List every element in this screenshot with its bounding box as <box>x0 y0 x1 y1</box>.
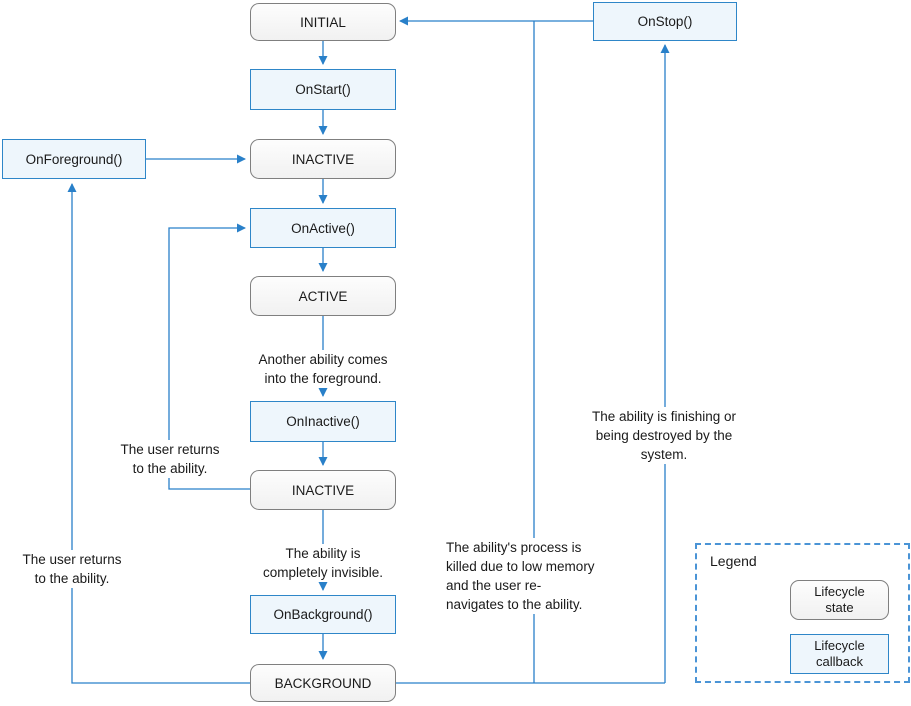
callback-onactive: OnActive() <box>250 208 396 248</box>
state-background: BACKGROUND <box>250 664 396 702</box>
edge-label-ability-finishing: The ability is finishing or being destro… <box>589 407 739 464</box>
edge-label-another-ability: Another ability comes into the foregroun… <box>256 350 390 388</box>
edge-label-process-killed: The ability's process is killed due to l… <box>444 538 597 614</box>
callback-onstart: OnStart() <box>250 69 396 110</box>
edge-label-ability-invisible: The ability is completely invisible. <box>260 544 386 582</box>
callback-oninactive: OnInactive() <box>250 401 396 442</box>
legend-lifecycle-state-sample: Lifecycle state <box>790 580 889 620</box>
edge-label-user-returns-inner: The user returns to the ability. <box>118 440 222 478</box>
callback-onforeground: OnForeground() <box>2 139 146 179</box>
callback-onstop: OnStop() <box>593 2 737 41</box>
state-initial: INITIAL <box>250 3 396 41</box>
edge-label-user-returns-outer: The user returns to the ability. <box>20 550 124 588</box>
state-inactive-bottom: INACTIVE <box>250 470 396 510</box>
callback-onbackground: OnBackground() <box>250 595 396 634</box>
state-active: ACTIVE <box>250 276 396 316</box>
legend: Legend Lifecycle state Lifecycle callbac… <box>695 543 910 683</box>
state-inactive-top: INACTIVE <box>250 139 396 179</box>
legend-title: Legend <box>710 553 757 569</box>
legend-lifecycle-callback-sample: Lifecycle callback <box>790 634 889 674</box>
